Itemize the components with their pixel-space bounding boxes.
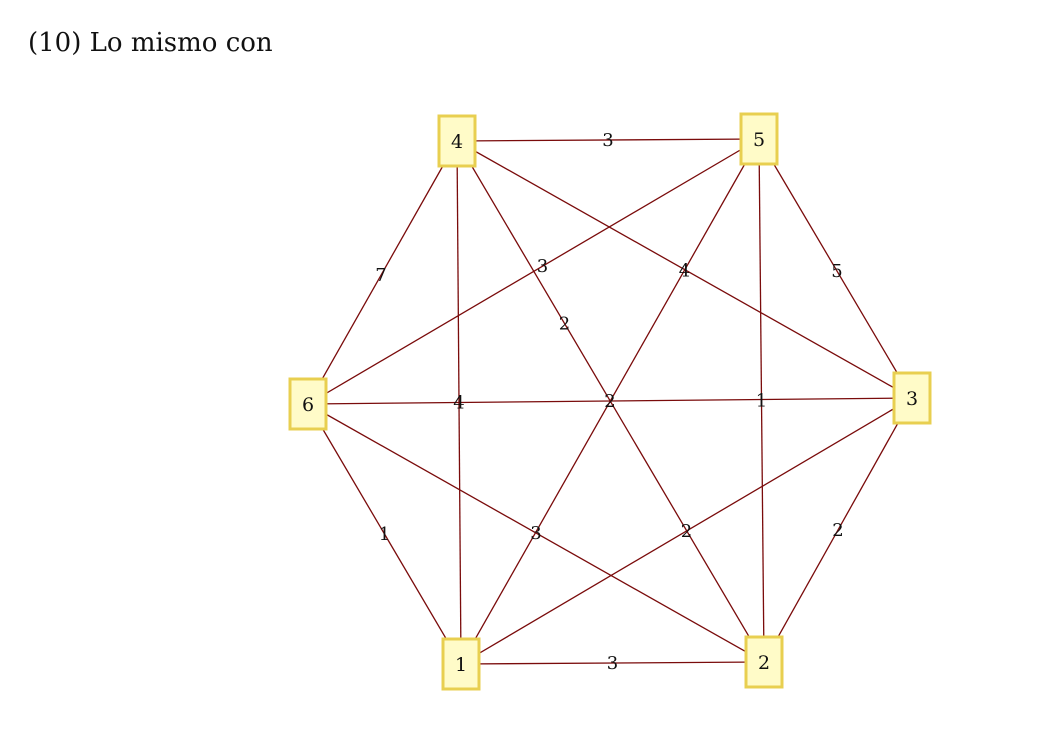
node-5: 5 [739,112,779,166]
edge-5-2 [758,138,765,663]
node-box-1 [441,637,481,691]
node-label-4: 4 [451,131,463,153]
node-1: 1 [441,637,481,691]
edge-weight-1-3: 2 [681,521,692,542]
edge-weight-3-2: 2 [832,520,843,541]
edges-layer [307,138,913,665]
edge-weight-1-2: 3 [607,653,618,674]
node-6: 6 [288,377,328,431]
edge-weight-5-3: 5 [831,261,842,282]
edge-3-2 [763,397,913,663]
edge-4-5 [456,138,760,142]
node-box-3 [892,371,932,425]
exercise-heading: (10) Lo mismo con [28,28,273,58]
edge-1-2 [460,661,765,665]
edge-5-3 [758,138,913,399]
node-box-5 [739,112,779,166]
edge-4-3 [456,140,913,399]
node-2: 2 [744,635,784,689]
edge-weight-4-1: 4 [453,393,464,414]
edge-weight-6-2: 3 [530,523,541,544]
edge-6-1 [307,403,462,665]
node-4: 4 [437,114,477,168]
edge-labels-layer: 3 7 3 4 5 4 2 2 1 1 3 2 2 3 [375,130,843,674]
node-label-1: 1 [455,654,467,676]
node-label-6: 6 [302,394,314,416]
edge-weight-4-5: 3 [602,130,613,151]
node-box-2 [744,635,784,689]
node-box-4 [437,114,477,168]
edge-6-2 [307,403,765,663]
node-label-5: 5 [753,129,765,151]
node-label-2: 2 [758,652,770,674]
edge-weight-4-2: 2 [559,313,570,334]
edge-weight-4-6: 7 [375,265,386,286]
node-3: 3 [892,371,932,425]
edge-1-3 [460,397,913,665]
edge-weight-5-6: 3 [537,256,548,277]
edge-6-3 [307,397,913,405]
edge-weight-6-1: 1 [379,524,390,545]
edge-weight-5-1: 4 [679,260,690,281]
edge-weight-6-3: 2 [604,391,615,412]
nodes-layer: 1 2 3 4 5 6 [288,112,932,691]
edge-4-6 [307,140,458,405]
edge-weight-5-2: 1 [756,391,767,412]
node-box-6 [288,377,328,431]
node-label-3: 3 [906,388,918,410]
